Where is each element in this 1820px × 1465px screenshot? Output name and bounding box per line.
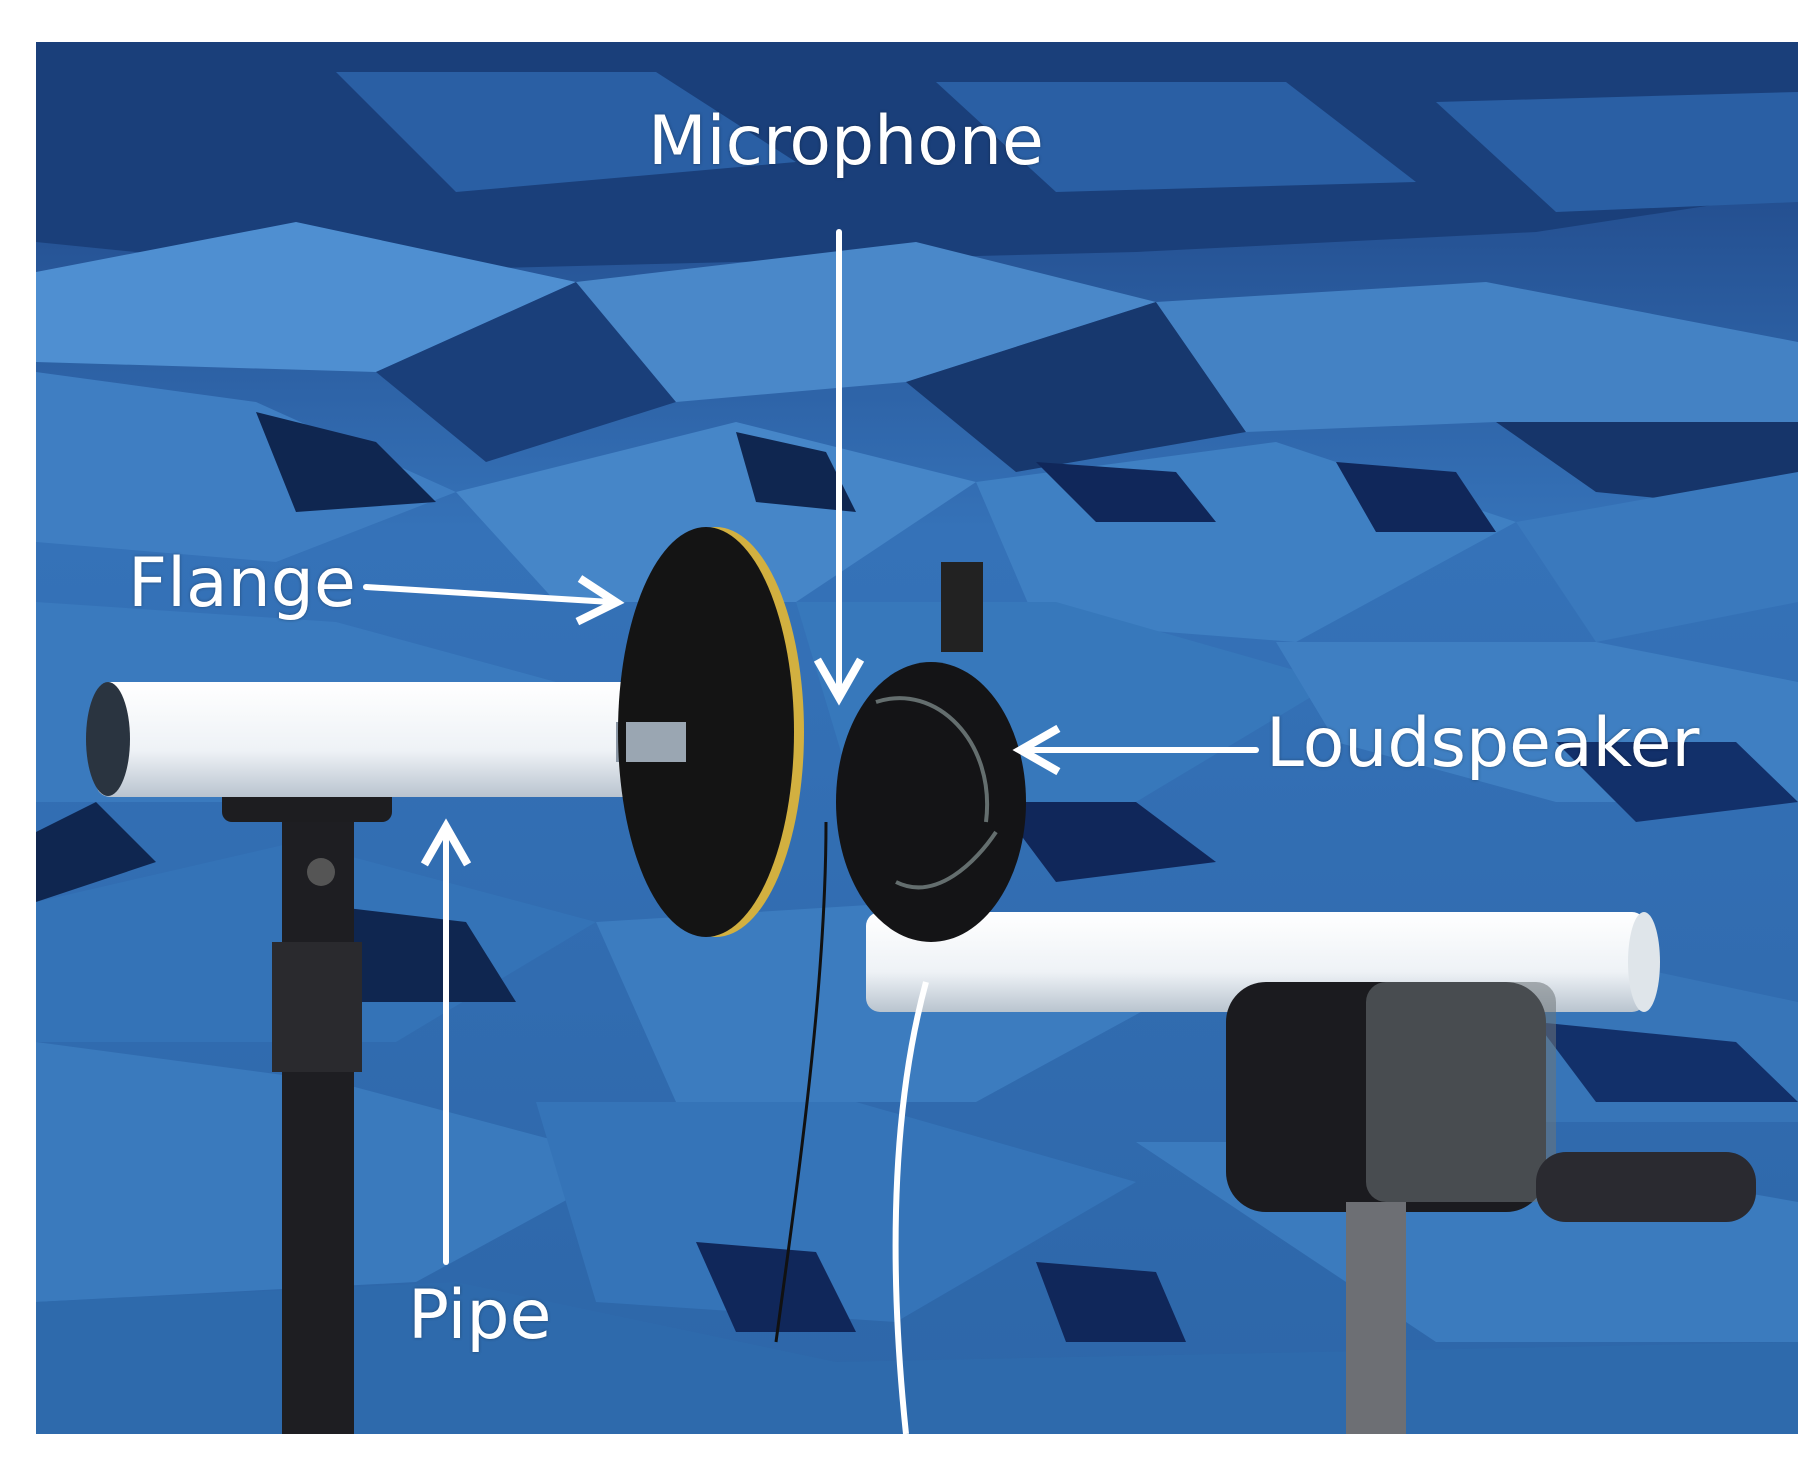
pipe-label: Pipe — [408, 1276, 552, 1355]
photo: Microphone Flange Loudspeaker Pipe — [36, 42, 1798, 1434]
microphone-label: Microphone — [648, 102, 1044, 181]
loudspeaker — [836, 562, 1026, 942]
foam-wedges-top — [36, 42, 1798, 272]
loudspeaker-label: Loudspeaker — [1266, 704, 1700, 783]
flange-label: Flange — [128, 544, 356, 623]
flange — [618, 527, 804, 937]
annotation-arrows — [363, 229, 1259, 1265]
right-stand — [1226, 982, 1756, 1434]
foam-wedges-row1 — [36, 222, 1798, 512]
foam-wedges-row2 — [36, 372, 1798, 642]
flange-arrow — [363, 575, 625, 626]
cables — [774, 821, 929, 1434]
anechoic-chamber-scene — [36, 42, 1798, 1434]
